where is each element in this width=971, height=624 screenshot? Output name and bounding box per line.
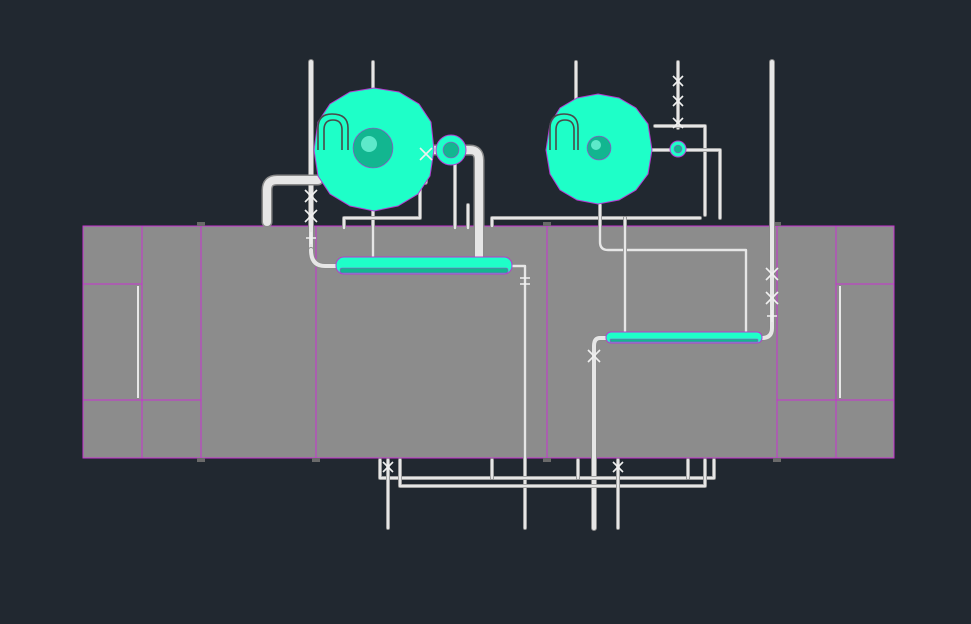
frame-foot xyxy=(197,222,205,226)
bottom-manifold xyxy=(378,458,716,480)
header-inlet-pipe xyxy=(309,248,340,268)
valve-bowtie-icon xyxy=(672,75,684,87)
valve-bowtie-icon xyxy=(419,147,433,161)
valve-bowtie-icon xyxy=(304,189,318,203)
valve-bowtie-icon xyxy=(587,349,601,363)
bottom-manifold xyxy=(378,458,716,480)
bottom-manifold xyxy=(398,458,707,488)
right-tank-manway xyxy=(549,113,579,150)
frame-right-bay xyxy=(835,283,895,401)
right-riser-valve[interactable] xyxy=(765,267,779,322)
left-tank-nozzle xyxy=(361,136,377,152)
right-header-shade xyxy=(609,338,759,343)
left-header[interactable] xyxy=(335,256,513,275)
frame-foot xyxy=(543,458,551,462)
header-outlet-pipe xyxy=(510,264,527,530)
left-tank-manway xyxy=(323,119,343,150)
right-tank-drop xyxy=(598,203,748,335)
right-tank[interactable] xyxy=(545,93,653,205)
valve-bowtie-icon xyxy=(765,291,779,305)
frame-top-pipe xyxy=(490,216,702,228)
right-riser-pipe xyxy=(760,60,774,340)
valve-bowtie-icon xyxy=(612,461,624,473)
frame-foot xyxy=(312,458,320,462)
valve-bowtie-icon xyxy=(382,461,394,473)
valve-bowtie-icon xyxy=(672,95,684,107)
left-tank-manway xyxy=(317,113,349,150)
center-outlet-pipe xyxy=(371,146,483,270)
right-header-outlet xyxy=(592,336,610,530)
right-side-vessel-nozzle xyxy=(673,144,683,154)
valve-stem-icon xyxy=(306,232,316,244)
bottom-manifold xyxy=(398,458,707,488)
left-tank[interactable] xyxy=(313,87,435,212)
left-riser-valve[interactable] xyxy=(304,189,318,244)
frame-foot xyxy=(773,458,781,462)
right-header[interactable] xyxy=(605,331,763,344)
valve-bowtie-icon xyxy=(304,209,318,223)
flange-icon xyxy=(520,277,530,285)
left-side-vessel[interactable] xyxy=(435,134,467,166)
frame-foot xyxy=(543,222,551,226)
left-supply-elbow xyxy=(263,176,322,226)
right-side-vessel[interactable] xyxy=(669,140,687,158)
center-drop-valve[interactable] xyxy=(382,147,624,473)
valve-stem-icon xyxy=(767,310,777,322)
top-line-valve[interactable] xyxy=(672,75,684,129)
valve-bowtie-icon xyxy=(765,267,779,281)
right-top-line xyxy=(653,124,707,217)
frame-top-pipe xyxy=(342,180,422,230)
frame-foot xyxy=(197,458,205,462)
right-top-line xyxy=(653,124,707,217)
left-side-vessel-nozzle xyxy=(442,141,460,159)
right-tank-nozzle xyxy=(591,140,601,150)
frame-foot xyxy=(773,222,781,226)
right-tank-manway xyxy=(555,119,575,150)
left-header-shade xyxy=(339,267,509,274)
valves xyxy=(304,75,779,473)
valve-bowtie-icon xyxy=(672,117,684,129)
